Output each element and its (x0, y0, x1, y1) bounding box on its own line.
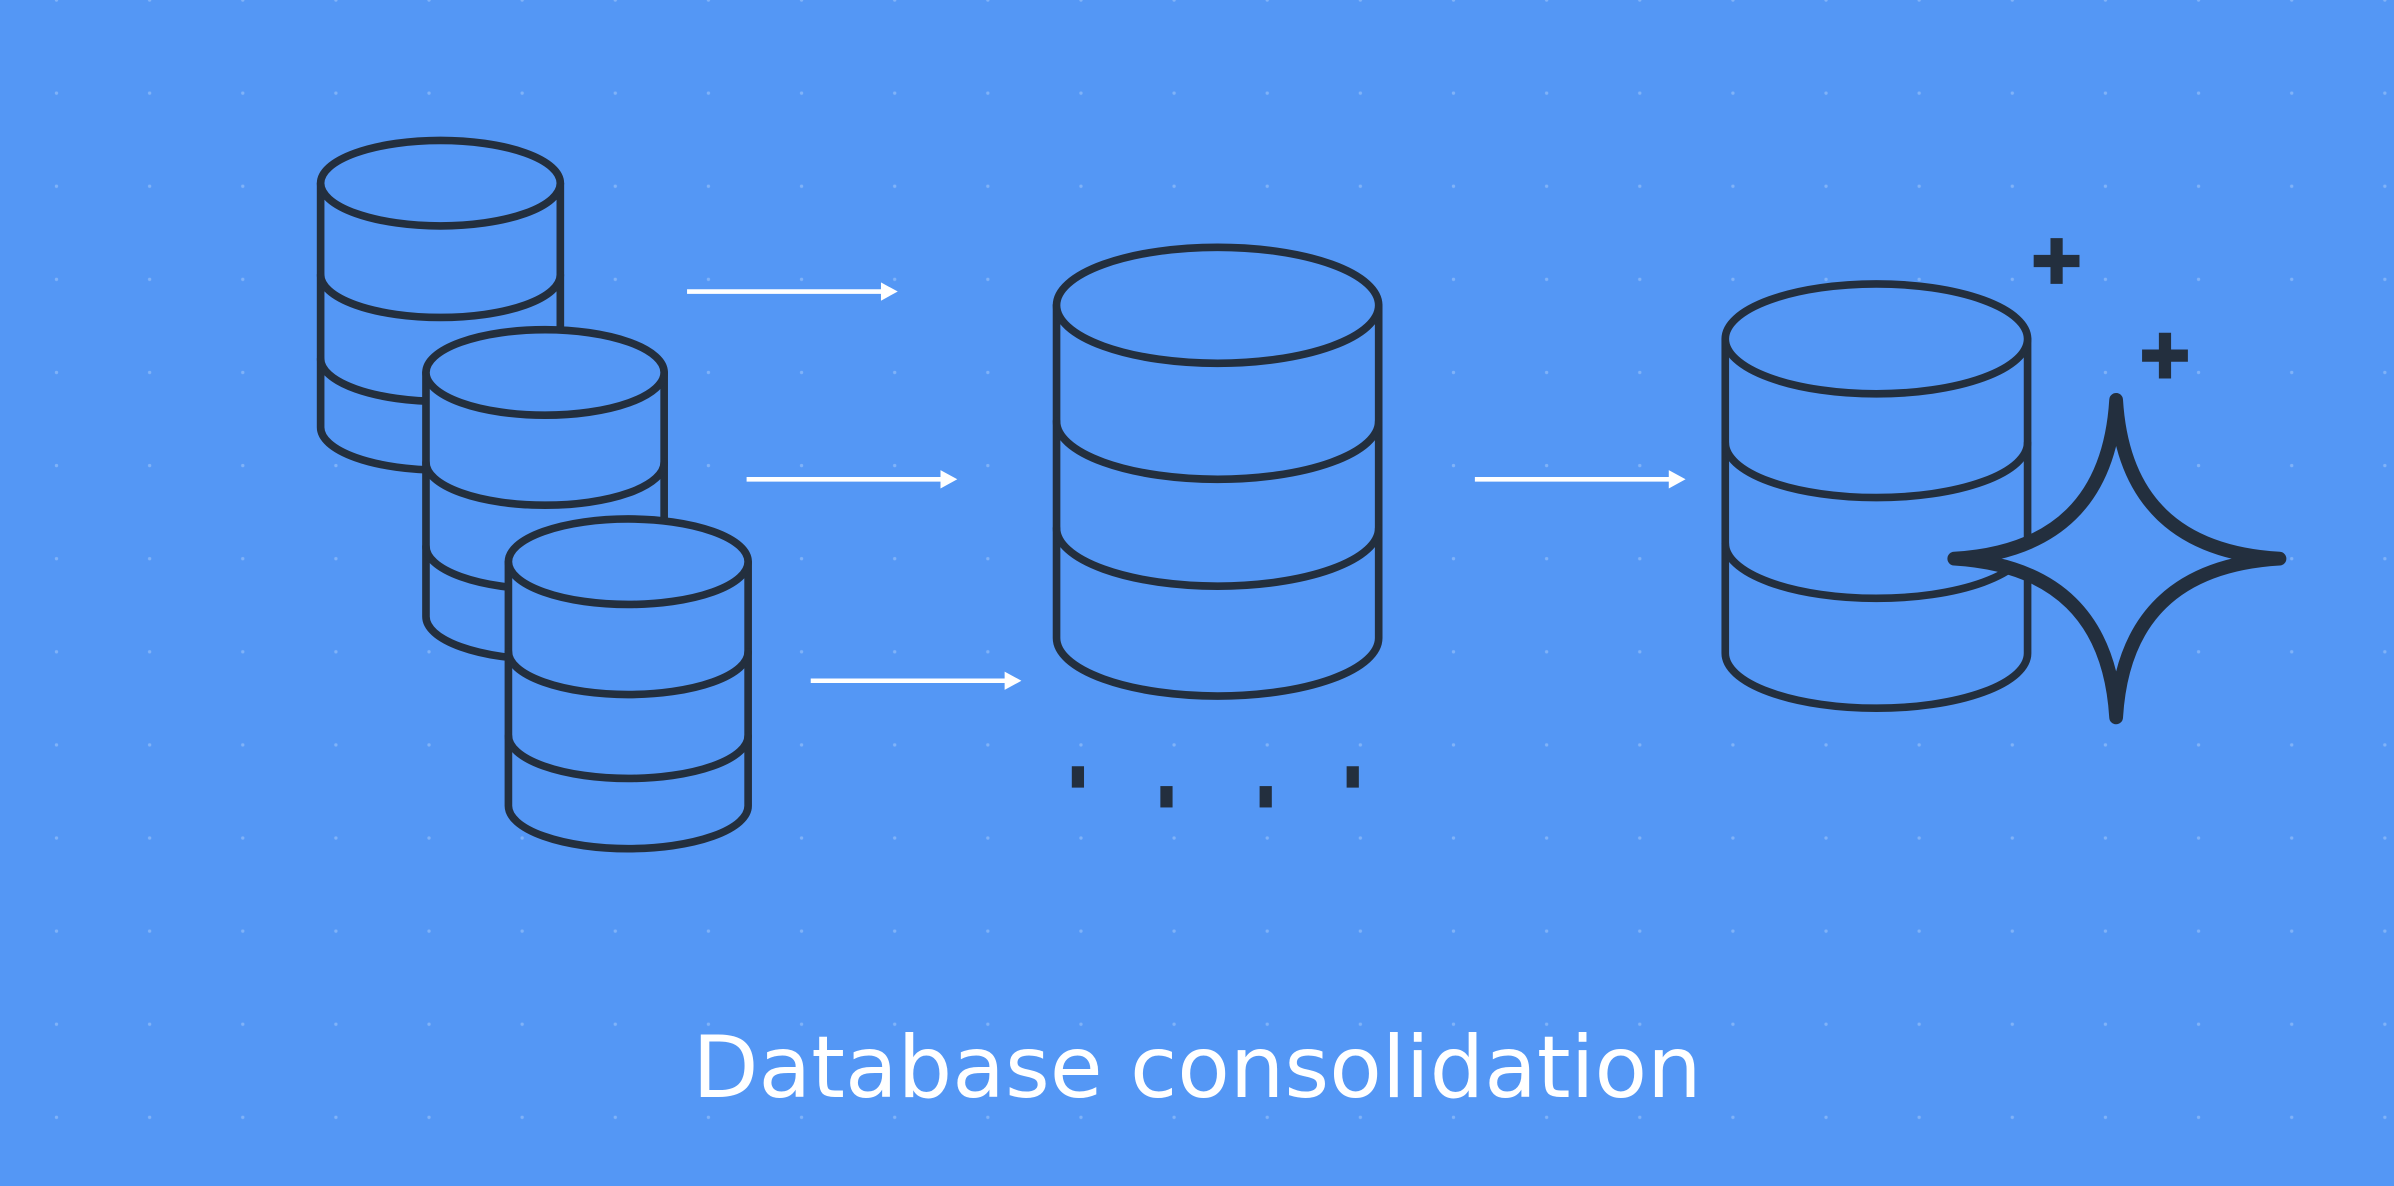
arrow-right-icon (810, 671, 1022, 690)
database-icon (504, 515, 752, 853)
data-fragment-icon (1346, 766, 1359, 788)
database-icon (1721, 280, 2032, 713)
arrow-right-icon (1474, 470, 1686, 489)
data-fragment-icon (1259, 786, 1272, 808)
database-icon (1052, 243, 1383, 700)
plus-icon (2033, 238, 2080, 284)
arrow-right-icon (746, 470, 958, 489)
sparkle-icon (1947, 393, 2287, 725)
data-fragment-icon (1071, 766, 1085, 788)
plus-icon (2142, 332, 2188, 379)
caption-title: Database consolidation (692, 1018, 1702, 1118)
data-fragment-icon (1160, 786, 1173, 808)
arrow-right-icon (687, 282, 898, 301)
